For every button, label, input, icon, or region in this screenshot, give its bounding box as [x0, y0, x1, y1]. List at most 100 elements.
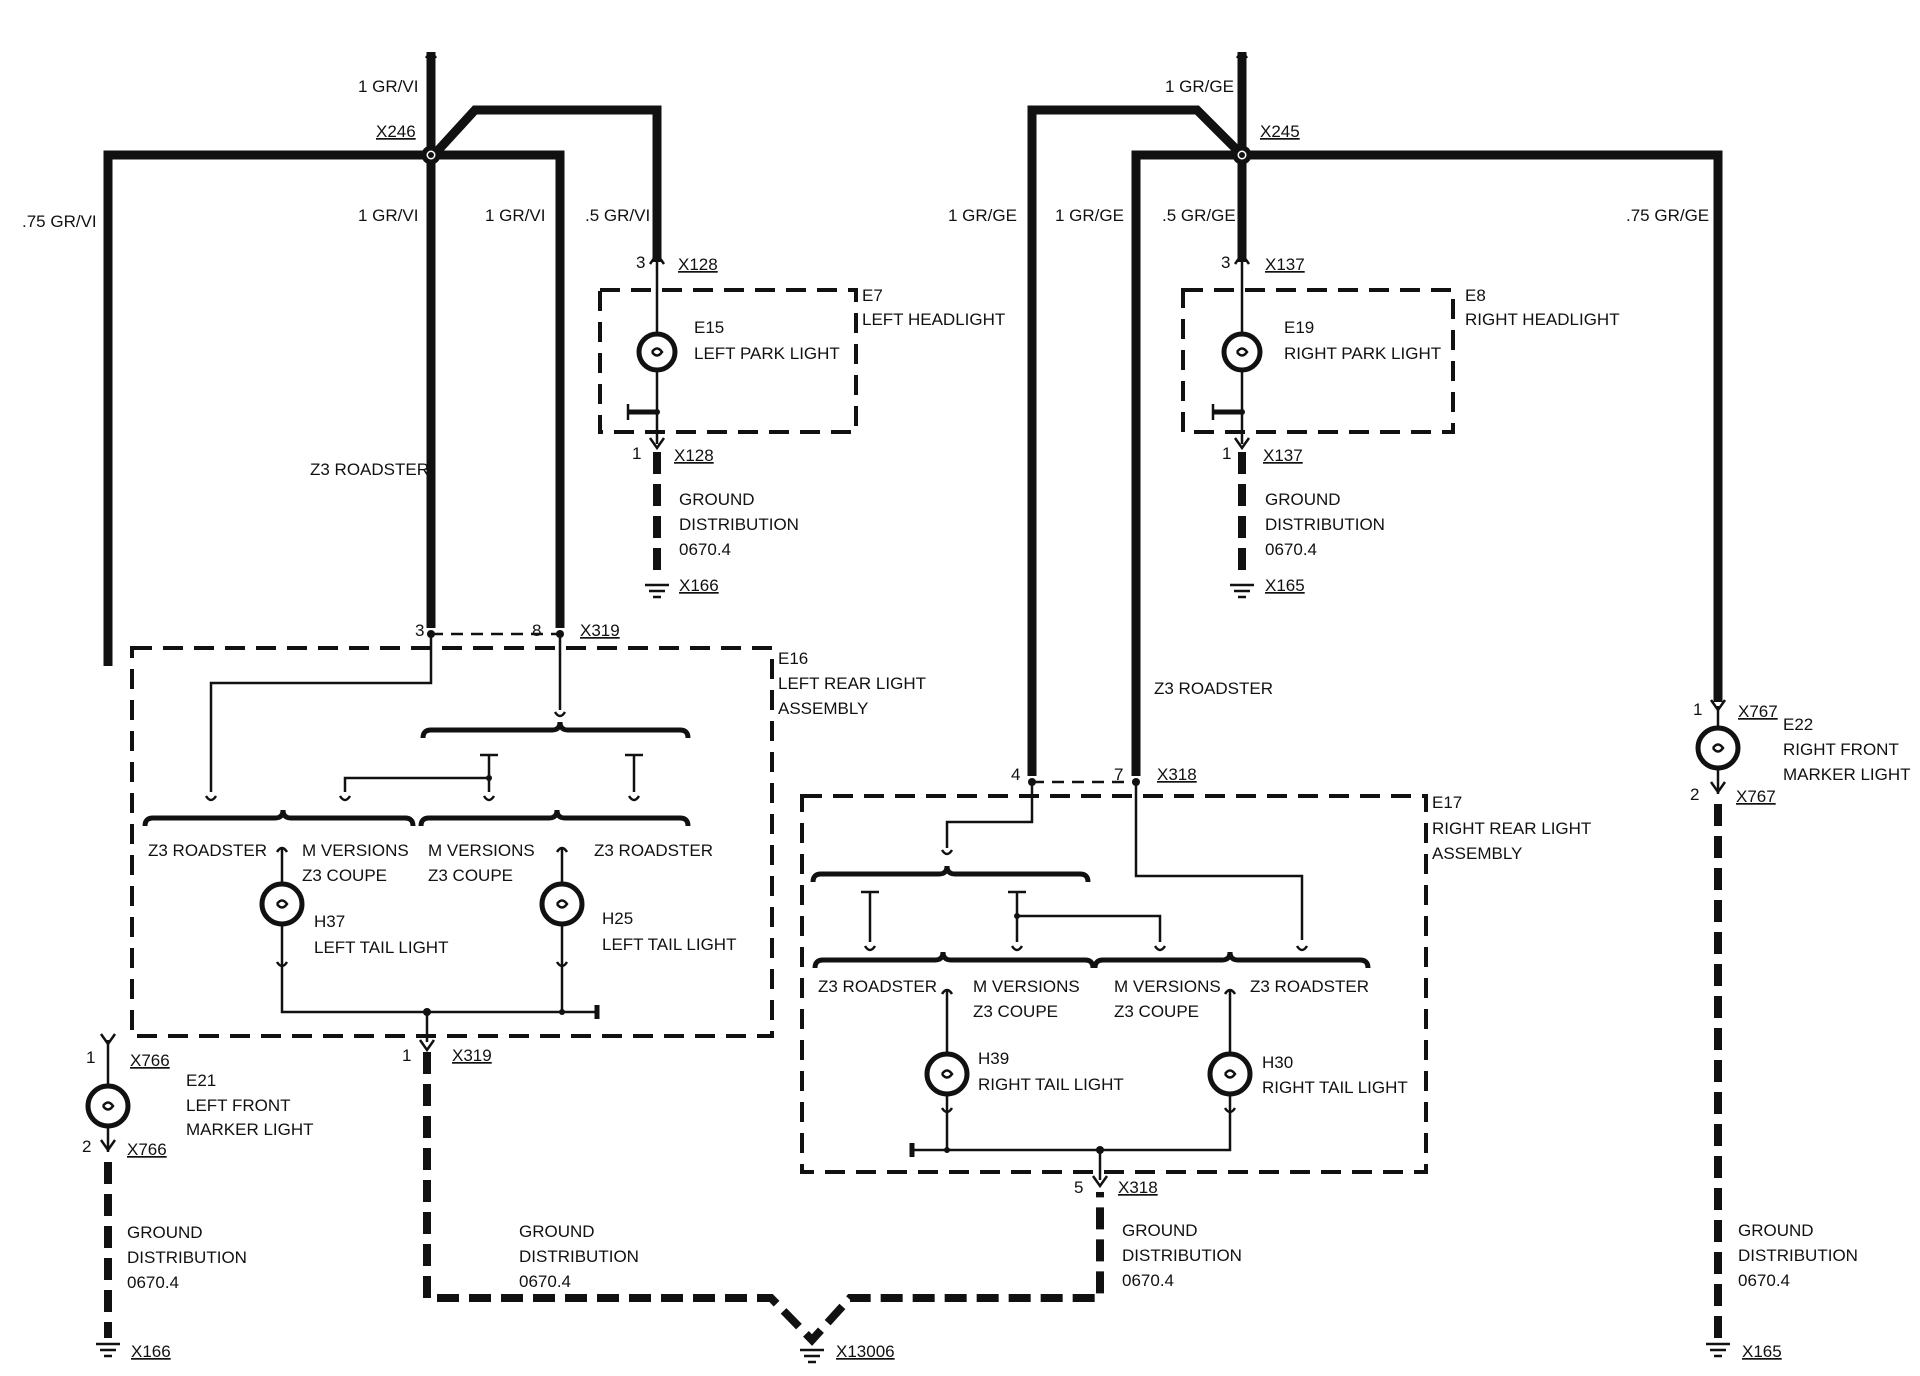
- mid-ground-line1: GROUND: [519, 1222, 595, 1241]
- x767-bottom-pin: 2: [1690, 785, 1699, 804]
- x13006-label: X13006: [836, 1342, 895, 1361]
- e22-right-front-marker-light: [1695, 699, 1741, 1358]
- left-feed-wire-label: 1 GR/VI: [358, 77, 418, 96]
- h39-name: RIGHT TAIL LIGHT: [978, 1075, 1124, 1094]
- right-marker-wire-label: .75 GR/GE: [1626, 206, 1709, 225]
- left-head-ground-line1: GROUND: [679, 490, 755, 509]
- right-z3-roadster-label: Z3 ROADSTER: [1154, 679, 1273, 698]
- mid-ground-line2: DISTRIBUTION: [519, 1247, 639, 1266]
- left-rear-wire-a-label: 1 GR/VI: [358, 206, 418, 225]
- e17-name-line1: RIGHT REAR LIGHT: [1432, 819, 1591, 838]
- e16-variant-z3-roadster-b: Z3 ROADSTER: [594, 841, 713, 860]
- e15-id: E15: [694, 318, 724, 337]
- h25-lamp-icon: [539, 881, 585, 927]
- left-marker-ground-line2: DISTRIBUTION: [127, 1248, 247, 1267]
- e16-variant-z3-coupe-a: Z3 COUPE: [302, 866, 387, 885]
- e17-variant-z3-coupe-a: Z3 COUPE: [973, 1002, 1058, 1021]
- e16-name-line2: ASSEMBLY: [778, 699, 868, 718]
- e19-lamp-icon: [1221, 331, 1263, 373]
- left-park-wire-label: .5 GR/VI: [585, 206, 650, 225]
- h30-lamp-icon: [1207, 1051, 1253, 1097]
- x318-top-label: X318: [1157, 765, 1197, 784]
- left-z3-roadster-label: Z3 ROADSTER: [310, 460, 429, 479]
- e22-lamp-icon: [1695, 725, 1741, 771]
- e22-name-line1: RIGHT FRONT: [1783, 740, 1899, 759]
- right-rear-wire-b-label: 1 GR/GE: [1055, 206, 1124, 225]
- e21-name-line2: MARKER LIGHT: [186, 1120, 314, 1139]
- e21-left-front-marker-light: [85, 1033, 131, 1358]
- x128-bottom-label: X128: [674, 446, 714, 465]
- x319-pin-b: 8: [532, 621, 541, 640]
- e17-variant-z3-coupe-b: Z3 COUPE: [1114, 1002, 1199, 1021]
- x128-top-pin: 3: [636, 253, 645, 272]
- x128-top-label: X128: [678, 255, 718, 274]
- x137-bottom-label: X137: [1263, 446, 1303, 465]
- e22-name-line2: MARKER LIGHT: [1783, 765, 1911, 784]
- h39-lamp-icon: [924, 1051, 970, 1097]
- h37-name: LEFT TAIL LIGHT: [314, 938, 448, 957]
- right-head-ground-ref: 0670.4: [1265, 540, 1317, 559]
- right-marker-ground-ref: 0670.4: [1738, 1271, 1790, 1290]
- h25-id: H25: [602, 909, 633, 928]
- e16-id: E16: [778, 649, 808, 668]
- mid-ground-ref: 0670.4: [519, 1272, 571, 1291]
- e21-name-line1: LEFT FRONT: [186, 1096, 291, 1115]
- x766-bottom-pin: 2: [82, 1137, 91, 1156]
- right-park-wire-label: .5 GR/GE: [1162, 206, 1236, 225]
- right-rear-ground-line1: GROUND: [1122, 1221, 1198, 1240]
- x319-top-label: X319: [580, 621, 620, 640]
- x767-top-pin: 1: [1693, 700, 1702, 719]
- e7-id: E7: [862, 286, 883, 305]
- x318-bottom-label: X318: [1118, 1178, 1158, 1197]
- x246-label: X246: [376, 122, 416, 141]
- e15-name: LEFT PARK LIGHT: [694, 344, 840, 363]
- right-rear-ground-ref: 0670.4: [1122, 1271, 1174, 1290]
- right-rear-ground-line2: DISTRIBUTION: [1122, 1246, 1242, 1265]
- left-marker-ground-line1: GROUND: [127, 1223, 203, 1242]
- h25-name: LEFT TAIL LIGHT: [602, 935, 736, 954]
- x165-a-label: X165: [1265, 576, 1305, 595]
- x166-b-label: X166: [131, 1342, 171, 1361]
- x128-bottom-pin: 1: [632, 444, 641, 463]
- e19-id: E19: [1284, 318, 1314, 337]
- left-feed-wiring: [103, 52, 662, 666]
- bottom-ground-run: [423, 1052, 1104, 1364]
- x319-bottom-label: X319: [452, 1046, 492, 1065]
- e19-name: RIGHT PARK LIGHT: [1284, 344, 1441, 363]
- x137-top-label: X137: [1265, 255, 1305, 274]
- e17-variant-z3-roadster-a: Z3 ROADSTER: [818, 977, 937, 996]
- e16-left-rear-light-assembly: [130, 630, 774, 1053]
- e16-variant-m-versions-a: M VERSIONS: [302, 841, 409, 860]
- right-marker-ground-line2: DISTRIBUTION: [1738, 1246, 1858, 1265]
- right-marker-ground-line1: GROUND: [1738, 1221, 1814, 1240]
- left-head-ground-ref: 0670.4: [679, 540, 731, 559]
- x766-top-label: X766: [130, 1051, 170, 1070]
- e15-lamp-icon: [636, 331, 678, 373]
- left-marker-wire-label: .75 GR/VI: [22, 212, 97, 231]
- e17-variant-z3-roadster-b: Z3 ROADSTER: [1250, 977, 1369, 996]
- left-rear-wire-b-label: 1 GR/VI: [485, 206, 545, 225]
- x766-bottom-label: X766: [127, 1140, 167, 1159]
- x319-bottom-pin: 1: [402, 1046, 411, 1065]
- e17-name-line2: ASSEMBLY: [1432, 844, 1522, 863]
- e21-lamp-icon: [85, 1083, 131, 1129]
- e17-id: E17: [1432, 793, 1462, 812]
- e7-name: LEFT HEADLIGHT: [862, 310, 1005, 329]
- left-marker-ground-ref: 0670.4: [127, 1273, 179, 1292]
- right-head-ground-line1: GROUND: [1265, 490, 1341, 509]
- e22-id: E22: [1783, 715, 1813, 734]
- h30-id: H30: [1262, 1053, 1293, 1072]
- e21-id: E21: [186, 1071, 216, 1090]
- e8-right-headlight: [1181, 251, 1455, 599]
- e16-variant-z3-coupe-b: Z3 COUPE: [428, 866, 513, 885]
- e7-left-headlight: [598, 251, 858, 599]
- e8-id: E8: [1465, 286, 1486, 305]
- right-feed-wire-label: 1 GR/GE: [1165, 77, 1234, 96]
- right-feed-wiring: [1027, 52, 1723, 776]
- x319-pin-a: 3: [415, 621, 424, 640]
- x318-pin-b: 7: [1114, 765, 1123, 784]
- e17-right-rear-light-assembly: [800, 778, 1428, 1189]
- x165-b-label: X165: [1742, 1342, 1782, 1361]
- x767-top-label: X767: [1738, 702, 1778, 721]
